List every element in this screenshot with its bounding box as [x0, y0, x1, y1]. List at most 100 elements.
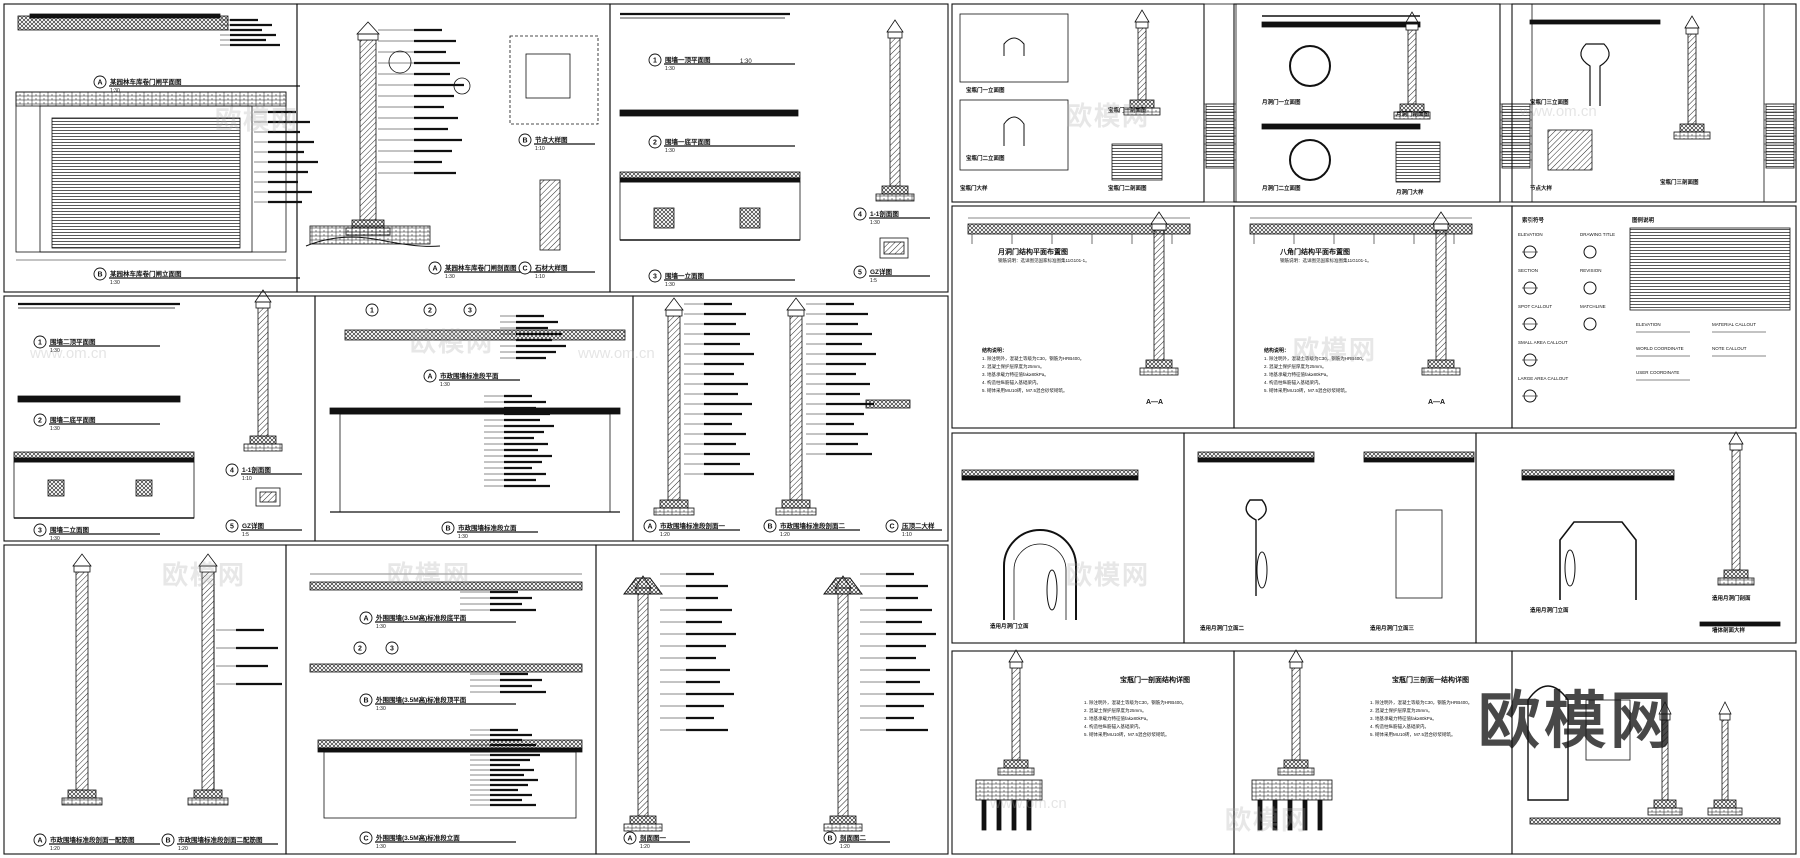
view-title: 1-1剖面图: [870, 209, 899, 218]
view-id-letter: A: [363, 616, 368, 623]
view-id-letter: 3: [390, 646, 394, 653]
view-scale: 1:10: [535, 274, 545, 280]
column-cap: [1009, 661, 1023, 669]
panel-frame: [1475, 432, 1797, 644]
view-id-letter: B: [97, 272, 102, 279]
column-top: [1404, 11, 1420, 25]
view-id-bubble: [365, 303, 379, 317]
column-footing: [829, 815, 857, 825]
column-base: [775, 507, 817, 516]
view-id-bubble: [359, 831, 373, 845]
view-id-letter: 2: [428, 308, 432, 315]
column-base: [1139, 367, 1179, 376]
view-id-bubble: [225, 519, 239, 533]
column-top: [198, 553, 218, 567]
column-top: [1658, 701, 1672, 715]
view-title: 市政围墙标准段剖面二: [780, 521, 846, 530]
door-lintel: [15, 91, 287, 107]
view-id-letter: 3: [468, 308, 472, 315]
lattice-window: [135, 479, 153, 497]
column-top: [1008, 649, 1024, 663]
view-scale: 1:10: [902, 532, 912, 538]
plan-strip: [29, 13, 221, 19]
plan-strip: [1261, 21, 1421, 28]
view-id-letter: B: [522, 138, 527, 145]
notes-line: 2. 混凝土保护层厚度为25mm。: [982, 363, 1045, 370]
view-title: 造用月洞门立面三: [1370, 624, 1415, 632]
legend-item: LARGE AREA CALLOUT: [1518, 376, 1569, 381]
title-block-text: [1501, 103, 1531, 169]
view-id-bubble: [463, 303, 477, 317]
title-block: [1203, 3, 1237, 203]
column-cap: [1433, 223, 1449, 231]
column-base: [1717, 577, 1755, 586]
detail-box: [1585, 699, 1631, 761]
foundation: [309, 225, 431, 245]
arch-detail: [1527, 685, 1569, 801]
wall-coping: [1197, 451, 1315, 459]
pile: [1317, 799, 1323, 831]
view-id-bubble: [359, 693, 373, 707]
view-id-bubble: [423, 369, 437, 383]
view-title: 月洞门剖面图: [1395, 110, 1430, 118]
symbol-label: WORLD COORDINATE: [1636, 346, 1684, 351]
view-title: 某园林车库卷门闸剖面图: [445, 263, 517, 272]
column-cap: [787, 309, 805, 317]
roller-door: [51, 117, 241, 249]
view-title: 墙体剖面大样: [1712, 626, 1746, 634]
notes-line: 4. 构造柱纵筋锚入基础梁内。: [982, 379, 1041, 386]
column-cap: [1719, 713, 1731, 721]
view-title: 节点大样图: [535, 135, 568, 144]
view-id-letter: B: [165, 838, 170, 845]
symbol-label: NOTE CALLOUT: [1712, 346, 1747, 351]
column-footing: [1399, 103, 1425, 113]
notes-line: 3. 地基承载力特征值fak≥80kPa。: [1084, 715, 1151, 722]
wall-cornice: [961, 475, 1139, 481]
view-scale: 1:30: [440, 382, 450, 388]
panel-frame: [951, 3, 1205, 203]
panel-frame: [951, 650, 1235, 855]
footing: [975, 779, 1043, 801]
view-id-letter: 1: [370, 308, 374, 315]
wall-coping: [1521, 469, 1675, 477]
node-detail: [1547, 129, 1593, 171]
view-title: 围墙二立面图: [50, 525, 90, 534]
section-column: [637, 593, 649, 817]
view-scale: 1:30: [458, 534, 468, 540]
gz-section: [255, 487, 281, 507]
wall-cornice: [13, 457, 195, 463]
view-id-letter: 1: [38, 340, 42, 347]
view-id-letter: B: [363, 698, 368, 705]
ground-profile: [305, 236, 441, 247]
view-title: 围墙一底平面图: [665, 137, 711, 146]
view-scale: 1:30: [376, 844, 386, 850]
view-title: 围墙二顶平面图: [50, 337, 96, 346]
column-footing: [629, 815, 657, 825]
view-title: 造用月洞门立面: [1530, 606, 1569, 614]
view-id-bubble: [33, 413, 47, 427]
pile: [981, 799, 987, 831]
structure-title: 月洞门结构平面布置图: [997, 247, 1068, 256]
view-title: 宝瓶门二立面图: [966, 154, 1005, 162]
legend-table: [1629, 227, 1791, 311]
detail-circle: [388, 50, 412, 74]
view-title: 造用月洞门剖面: [1712, 594, 1751, 602]
stone-detail: [539, 179, 561, 251]
view-id-letter: A: [97, 80, 102, 87]
legend-item: SECTION: [1518, 268, 1538, 273]
column-cap: [1659, 713, 1671, 721]
view-scale: 1:30: [50, 426, 60, 432]
view-title: 宝瓶门一剖面图: [1108, 106, 1147, 114]
pile: [1026, 799, 1032, 831]
panel-frame: [951, 205, 1235, 429]
person-silhouette: [1564, 549, 1576, 587]
view-id-letter: 5: [858, 270, 862, 277]
column-top: [1432, 211, 1450, 225]
view-id-bubble: [93, 75, 107, 89]
view-id-bubble: [853, 265, 867, 279]
column-cap: [199, 565, 217, 573]
view-scale: 1:5: [242, 532, 249, 538]
view-scale: 1:20: [50, 846, 60, 852]
structure-title: 宝瓶门一剖面结构详图: [1120, 675, 1190, 684]
pile: [996, 799, 1002, 831]
